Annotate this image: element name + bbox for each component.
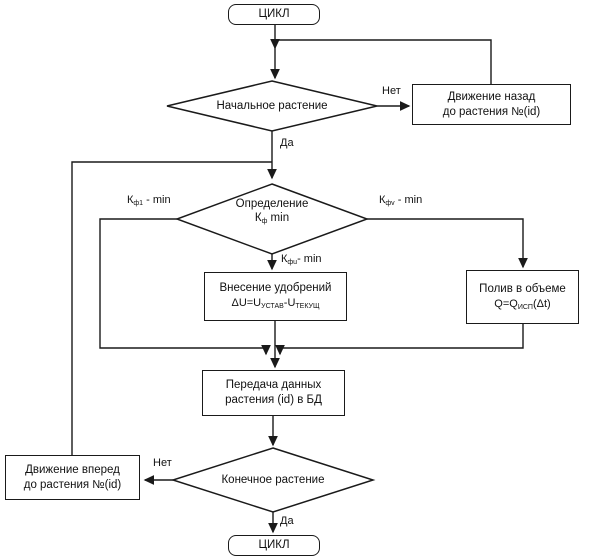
fertilizer-sub2: ТЕКУЩ (295, 303, 320, 311)
fertilizer-f2: -U (283, 297, 296, 310)
process-move-back: Движение назад до растения №(id) (412, 84, 571, 125)
watering-f1: Q=Q (494, 297, 518, 310)
decision-initial-shape (166, 80, 378, 132)
move-forward-line1: Движение вперед (25, 463, 120, 476)
watering-formula: Q=QИСП(Δt) (494, 297, 550, 312)
fertilizer-sub1: УСТАВ (261, 303, 284, 311)
move-forward-line2: до растения №(id) (23, 478, 122, 491)
fertilizer-formula: ΔU=UУСТАВ-UТЕКУЩ (231, 296, 319, 311)
fertilizer-f1: ΔU=U (231, 297, 262, 310)
watering-sub1: ИСП (517, 303, 533, 311)
process-fertilizer: Внесение удобрений ΔU=UУСТАВ-UТЕКУЩ (204, 272, 347, 321)
edge-watering-merge (275, 324, 524, 356)
edge-forward-loop (71, 161, 272, 455)
move-back-line2: до растения №(id) (442, 105, 541, 118)
watering-f2: (Δt) (532, 297, 551, 310)
decision-kf-shape (174, 183, 370, 255)
move-back-line1: Движение назад (447, 90, 536, 103)
transfer-line2: растения (id) в БД (225, 394, 322, 406)
process-transfer: Передача данных растения (id) в БД (202, 370, 345, 416)
decision-final-shape (170, 447, 376, 513)
process-move-forward: Движение вперед до растения №(id) (5, 455, 140, 500)
terminal-cycle-bottom-label: ЦИКЛ (258, 539, 290, 552)
edge-back-loop (275, 39, 492, 84)
edge-kf-right (367, 218, 528, 269)
fertilizer-line1: Внесение удобрений (219, 282, 332, 295)
process-watering: Полив в объеме Q=QИСП(Δt) (466, 270, 579, 324)
terminal-cycle-top: ЦИКЛ (228, 4, 320, 25)
terminal-cycle-top-label: ЦИКЛ (258, 8, 290, 21)
watering-line1: Полив в объеме (479, 282, 566, 295)
terminal-cycle-bottom: ЦИКЛ (228, 535, 320, 556)
edge-kf-left (99, 218, 271, 356)
transfer-line1: Передача данных (225, 379, 322, 392)
